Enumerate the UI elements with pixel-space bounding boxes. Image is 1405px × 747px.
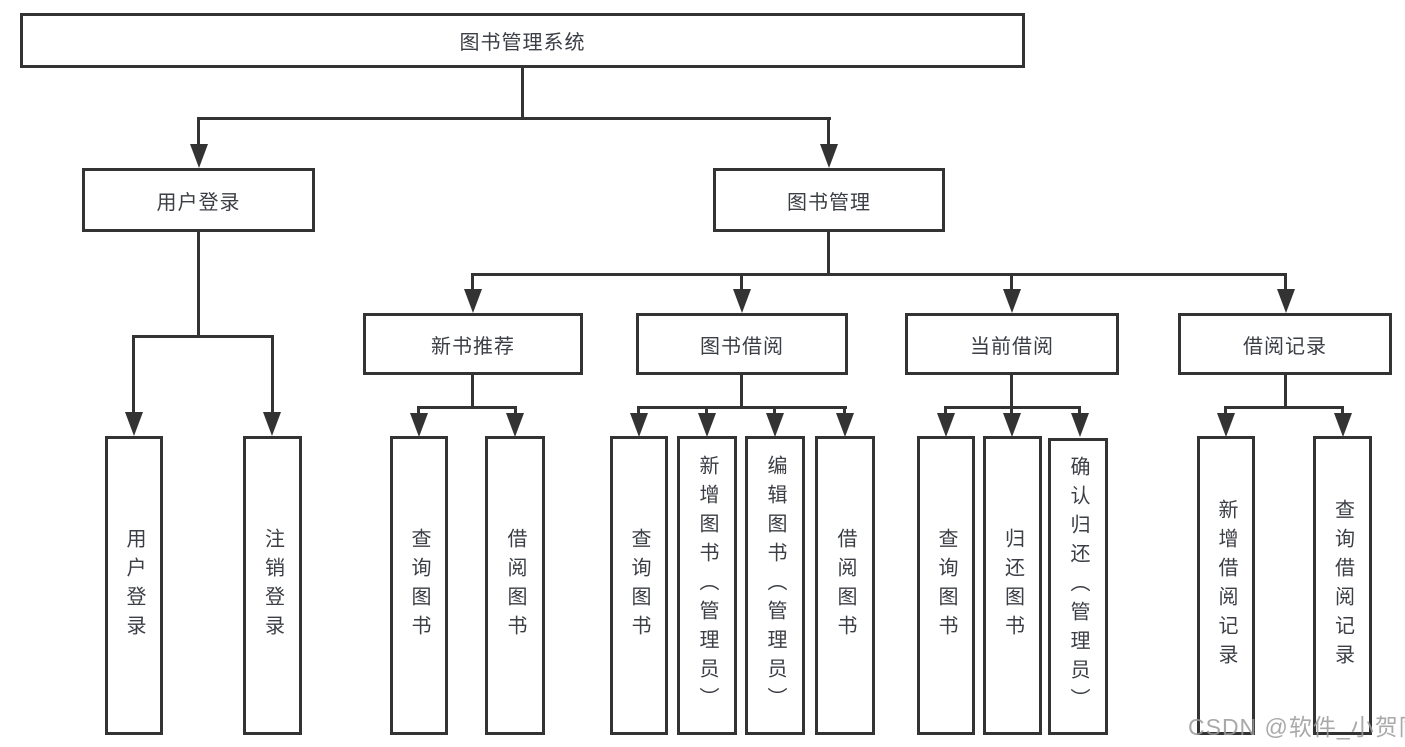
node-leaf-logout: 注销登录 bbox=[243, 436, 302, 735]
connector-line bbox=[827, 117, 830, 147]
node-leaf-nb-borrow-books: 借阅图书 bbox=[485, 436, 545, 735]
node-user-login-label: 用户登录 bbox=[156, 191, 241, 214]
node-book-borrow-label: 图书借阅 bbox=[700, 335, 784, 358]
node-leaf-bb-borrow-books-label: 借阅图书 bbox=[834, 527, 856, 644]
node-borrow-record-label: 借阅记录 bbox=[1243, 335, 1327, 358]
arrow-down-icon bbox=[733, 289, 751, 313]
connector-line bbox=[1010, 373, 1013, 408]
connector-line bbox=[197, 230, 200, 337]
node-book-management-label: 图书管理 bbox=[787, 191, 871, 214]
node-leaf-bb-edit-books-admin: 编辑图书（管理员） bbox=[745, 436, 805, 735]
arrow-down-icon bbox=[464, 289, 482, 313]
node-leaf-nb-borrow-books-label: 借阅图书 bbox=[504, 527, 526, 644]
node-leaf-user-login: 用户登录 bbox=[105, 436, 163, 735]
connector-line bbox=[1284, 273, 1287, 295]
connector-line bbox=[1010, 406, 1013, 416]
node-leaf-logout-label: 注销登录 bbox=[261, 527, 284, 644]
connector-line bbox=[773, 406, 776, 416]
node-leaf-cb-return-books-label: 归还图书 bbox=[1001, 527, 1024, 644]
connector-line bbox=[1284, 373, 1287, 408]
connector-line bbox=[521, 66, 524, 120]
node-leaf-nb-query-books-label: 查询图书 bbox=[408, 527, 430, 644]
connector-line bbox=[843, 406, 846, 416]
connector-line bbox=[471, 273, 1287, 276]
arrow-down-icon bbox=[1003, 289, 1021, 313]
node-leaf-bb-borrow-books: 借阅图书 bbox=[815, 436, 875, 735]
node-leaf-bb-query-books: 查询图书 bbox=[610, 436, 668, 735]
node-leaf-br-add-record: 新增借阅记录 bbox=[1197, 436, 1255, 735]
node-book-management: 图书管理 bbox=[713, 168, 945, 232]
arrow-down-icon bbox=[506, 413, 524, 437]
node-leaf-user-login-label: 用户登录 bbox=[123, 527, 145, 644]
connector-line bbox=[740, 273, 743, 295]
connector-line bbox=[132, 335, 274, 338]
node-leaf-br-query-record-label: 查询借阅记录 bbox=[1331, 498, 1354, 673]
arrow-down-icon bbox=[1071, 413, 1089, 437]
node-new-book-recommend: 新书推荐 bbox=[363, 313, 583, 375]
node-leaf-cb-confirm-return-admin-label: 确认归还（管理员） bbox=[1067, 456, 1089, 717]
node-leaf-cb-query-books-label: 查询图书 bbox=[935, 527, 957, 644]
arrow-down-icon bbox=[1003, 413, 1021, 437]
csdn-watermark: CSDN @软件_小贺同学 bbox=[1188, 714, 1405, 740]
arrow-down-icon bbox=[1277, 289, 1295, 313]
connector-line bbox=[417, 406, 517, 409]
arrow-down-icon bbox=[263, 412, 281, 436]
connector-line bbox=[417, 406, 420, 416]
connector-line bbox=[471, 373, 474, 408]
connector-line bbox=[1224, 406, 1344, 409]
connector-line bbox=[944, 406, 947, 416]
node-leaf-cb-return-books: 归还图书 bbox=[983, 436, 1042, 735]
node-leaf-br-query-record: 查询借阅记录 bbox=[1313, 436, 1372, 735]
node-book-borrow: 图书借阅 bbox=[636, 313, 848, 375]
arrow-down-icon bbox=[190, 144, 208, 168]
connector-line bbox=[827, 230, 830, 276]
node-current-borrow-label: 当前借阅 bbox=[970, 335, 1054, 358]
arrow-down-icon bbox=[937, 413, 955, 437]
node-root: 图书管理系统 bbox=[20, 13, 1025, 68]
arrow-down-icon bbox=[766, 413, 784, 437]
arrow-down-icon bbox=[630, 413, 648, 437]
arrow-down-icon bbox=[820, 144, 838, 168]
connector-line bbox=[514, 406, 517, 416]
node-leaf-br-add-record-label: 新增借阅记录 bbox=[1215, 498, 1237, 673]
node-new-book-recommend-label: 新书推荐 bbox=[431, 335, 515, 358]
connector-line bbox=[132, 335, 135, 415]
arrow-down-icon bbox=[1217, 413, 1235, 437]
connector-line bbox=[637, 406, 847, 409]
arrow-down-icon bbox=[125, 412, 143, 436]
connector-line bbox=[271, 335, 274, 415]
node-root-label: 图书管理系统 bbox=[459, 32, 586, 54]
arrow-down-icon bbox=[410, 413, 428, 437]
arrow-down-icon bbox=[1334, 413, 1352, 437]
connector-line bbox=[1078, 406, 1081, 416]
connector-line bbox=[637, 406, 640, 416]
connector-line bbox=[197, 117, 831, 120]
connector-line bbox=[1010, 273, 1013, 295]
node-leaf-bb-add-books-admin-label: 新增图书（管理员） bbox=[696, 455, 718, 716]
node-user-login: 用户登录 bbox=[82, 168, 315, 232]
node-leaf-bb-query-books-label: 查询图书 bbox=[628, 527, 650, 644]
connector-line bbox=[705, 406, 708, 416]
connector-line bbox=[197, 117, 200, 147]
arrow-down-icon bbox=[698, 413, 716, 437]
node-leaf-nb-query-books: 查询图书 bbox=[390, 436, 448, 735]
connector-line bbox=[740, 373, 743, 408]
node-leaf-bb-edit-books-admin-label: 编辑图书（管理员） bbox=[764, 455, 786, 716]
node-leaf-cb-confirm-return-admin: 确认归还（管理员） bbox=[1048, 438, 1108, 735]
node-current-borrow: 当前借阅 bbox=[905, 313, 1119, 375]
node-leaf-cb-query-books: 查询图书 bbox=[917, 436, 975, 735]
connector-line bbox=[471, 273, 474, 295]
node-leaf-bb-add-books-admin: 新增图书（管理员） bbox=[677, 436, 737, 735]
node-borrow-record: 借阅记录 bbox=[1178, 313, 1392, 375]
arrow-down-icon bbox=[836, 413, 854, 437]
connector-line bbox=[1224, 406, 1227, 416]
connector-line bbox=[1341, 406, 1344, 416]
